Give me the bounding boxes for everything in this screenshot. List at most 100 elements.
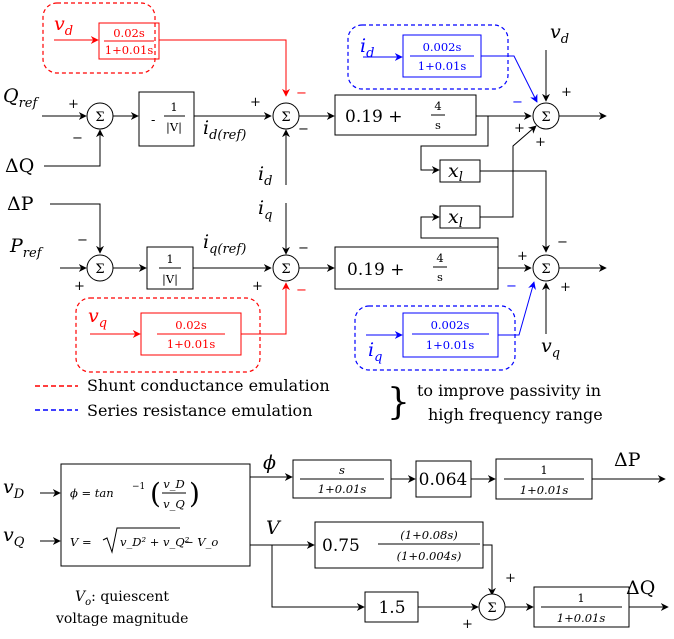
legend-note-2: high frequency range [428,405,603,424]
svg-text:0.064: 0.064 [419,470,468,490]
pi-q-to-xl [420,213,499,268]
svg-text:Σ: Σ [541,110,550,125]
svg-text:Σ: Σ [95,262,104,277]
V-to-gain-q [271,545,365,611]
shunt-d-tf-block [98,22,160,60]
calc-block [60,463,251,567]
vq-bottom-label: vq [541,335,560,361]
Qref-label: Qref [3,85,39,111]
svg-text:−: − [296,86,307,101]
dQ-label: ΔQ [5,155,34,177]
svg-text:iq: iq [368,339,382,365]
svg-text:1+0.01s: 1+0.01s [520,483,569,497]
svg-text:|V|: |V| [162,272,178,287]
svg-text:+: + [535,135,546,150]
xl-2-to-sum-d [480,125,537,218]
dP-out-label: ΔP [614,449,641,471]
svg-text:4: 4 [436,251,443,265]
svg-text:1+0.01s: 1+0.01s [167,337,216,351]
svg-text:+: + [514,121,525,136]
svg-text:−: − [77,233,88,248]
svg-text:− V_o: − V_o [184,535,218,549]
dQ-out-label: ΔQ [626,577,655,599]
vD-label: vD [3,476,25,502]
svg-text:4: 4 [434,99,441,113]
svg-text:Σ: Σ [487,601,496,616]
svg-text:+: + [250,95,261,110]
svg-text:(1+0.08s): (1+0.08s) [400,528,457,542]
legend-shunt-text: Shunt conductance emulation [87,376,330,395]
phi-label: ϕ [263,452,276,474]
svg-text:s: s [437,270,443,284]
series-q-to-sum [498,281,536,336]
series-d-to-sum [481,55,538,103]
Pref-label: Pref [9,235,44,261]
svg-text:−: − [298,122,309,137]
legend-series-text: Series resistance emulation [87,401,313,420]
series-d-dashed-group [347,24,509,90]
svg-text:(1+0.004s): (1+0.004s) [397,549,462,563]
svg-text:1: 1 [170,100,177,114]
shunt-d-tf-num: 0.02s [113,26,145,40]
svg-text:+: + [560,280,571,295]
svg-text:vq: vq [88,305,107,331]
svg-text:1: 1 [577,591,584,605]
svg-text:+: + [462,617,473,632]
svg-text:0.75: 0.75 [322,536,360,556]
vo-note-line2: voltage magnitude [55,611,188,627]
sum1-sigma: Σ [95,110,104,125]
iqref-label: iq(ref) [203,231,246,257]
svg-text:+: + [74,279,85,294]
svg-text:id: id [360,35,374,61]
sum1-minus: − [72,131,83,146]
legend-note-1: to improve passivity in [417,381,601,400]
iq-label: iq [258,197,272,223]
svg-text:Σ: Σ [281,110,290,125]
svg-text:s: s [339,463,345,477]
svg-text:−: − [512,95,523,110]
id-label: id [258,163,272,189]
svg-text:0.002s: 0.002s [431,318,470,332]
legend-brace: } [387,382,410,423]
dP-arrow [50,203,104,254]
svg-text:(: ( [150,477,161,510]
vQ-label: vQ [3,524,25,550]
svg-text:0.19 +: 0.19 + [345,107,403,127]
lead-to-sum [483,544,496,596]
svg-text:0.02s: 0.02s [175,318,207,332]
svg-text:0.19 +: 0.19 + [347,260,405,280]
idref-label: id(ref) [203,117,246,143]
svg-text:1: 1 [166,252,173,266]
svg-text:+: + [561,85,572,100]
svg-text:−1: −1 [132,482,145,492]
shunt-q-to-sum [241,282,290,335]
svg-text:+: + [517,249,528,264]
svg-text:): ) [189,477,200,510]
svg-text:1+0.01s: 1+0.01s [557,611,606,625]
svg-text:1+0.01s: 1+0.01s [426,338,475,352]
svg-text:1.5: 1.5 [378,598,405,618]
svg-text:Σ: Σ [541,262,550,277]
svg-text:ϕ = tan: ϕ = tan [70,486,114,500]
inv-V-neg-block [138,91,195,147]
svg-text:-: - [151,113,155,128]
svg-text:−: − [557,235,568,250]
shunt-d-tf-den: 1+0.01s [105,43,154,57]
svg-text:0.002s: 0.002s [423,40,462,54]
shunt-d-to-sum [159,39,290,97]
svg-text:1: 1 [540,463,547,477]
svg-text:−: − [298,241,309,256]
dQ-arrow [44,129,104,167]
svg-text:xl: xl [448,160,463,185]
vd-shunt-label: vd [54,13,73,39]
svg-text:Σ: Σ [281,262,290,277]
svg-text:V =: V = [70,535,92,549]
vo-note-line1: Vo: quiescent [75,589,169,608]
svg-text:1+0.01s: 1+0.01s [418,59,467,73]
xl-1-to-sum-q [480,170,550,253]
svg-text:v_D: v_D [163,477,184,491]
svg-text:+: + [252,279,263,294]
pi-d-to-xl [420,116,489,174]
svg-text:−: − [506,279,517,294]
